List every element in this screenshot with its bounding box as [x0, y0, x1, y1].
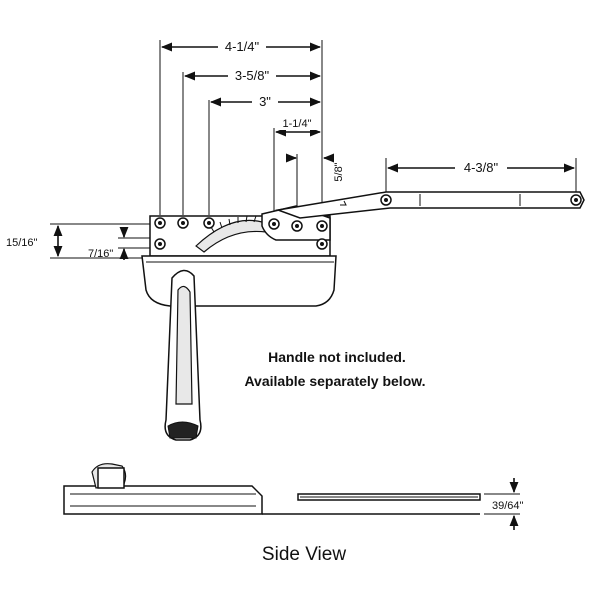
dim-3-5-8-label: 3-5/8": [235, 68, 270, 83]
operator-arm: [275, 191, 585, 219]
dim-15-16-label: 15/16": [6, 237, 38, 249]
dim-3-label: 3": [259, 94, 271, 109]
dim-5-8-label: 5/8": [333, 162, 345, 181]
dim-39-64-label: 39/64": [492, 500, 524, 512]
operator-top-view: [141, 191, 585, 441]
note-line-1: Handle not included.: [268, 349, 406, 365]
top-dimensions: 4-1/4" 3-5/8" 3" 1-1/4" 5/8" 4-3/8": [159, 38, 577, 215]
side-body: [63, 485, 263, 515]
left-dimensions: 15/16" 7/16": [6, 223, 150, 260]
dim-7-16-label: 7/16": [88, 248, 113, 260]
dim-1-1-4-label: 1-1/4": [283, 118, 312, 130]
side-view-drawing: 39/64": [63, 463, 524, 530]
note-line-2: Available separately below.: [244, 373, 425, 389]
rivets: [154, 217, 328, 250]
dim-4-1-4-label: 4-1/4": [225, 39, 260, 54]
handle-note: Handle not included. Available separatel…: [244, 349, 425, 389]
side-view-caption: Side View: [262, 544, 346, 565]
dim-4-3-8-label: 4-3/8": [464, 160, 499, 175]
